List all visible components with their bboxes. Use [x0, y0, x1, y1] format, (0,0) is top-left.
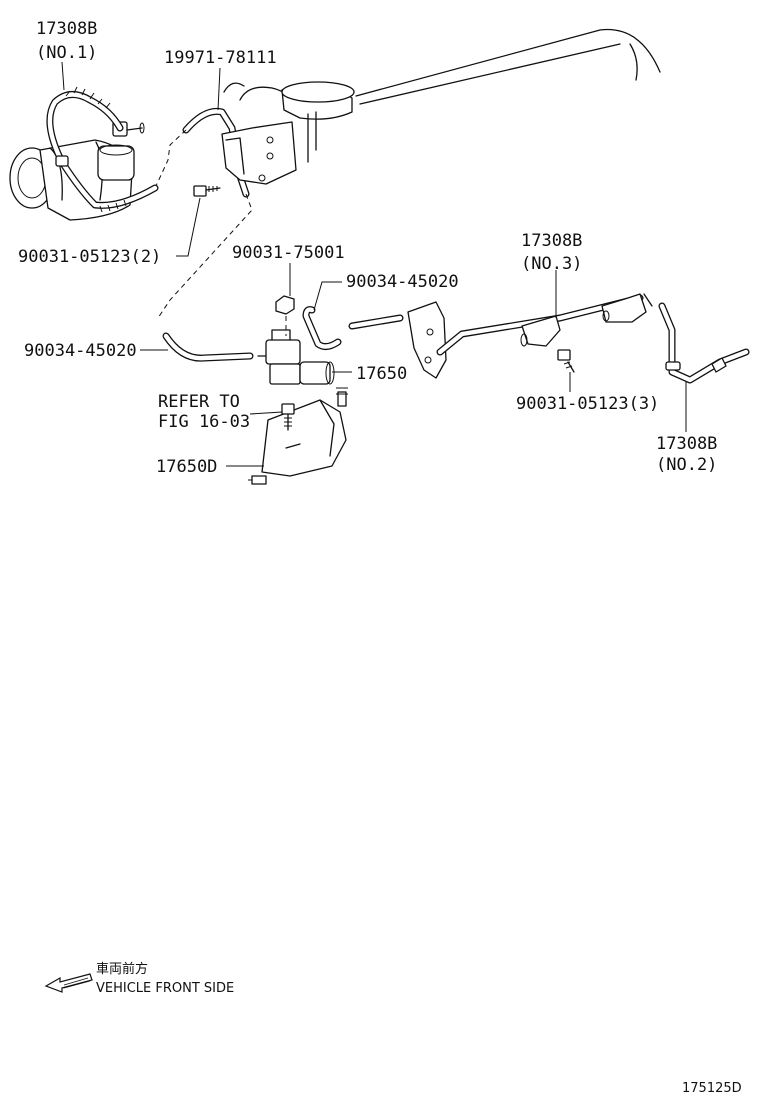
vsv-valve — [257, 329, 335, 385]
label-hose-no1-qual: (NO.1) — [36, 43, 97, 63]
engine-outline — [223, 28, 661, 163]
label-hose-no2-part: 17308B — [656, 434, 717, 454]
valve-bracket — [248, 387, 348, 485]
label-hose-no1-part: 17308B — [36, 19, 97, 39]
mount-bracket — [221, 121, 297, 185]
label-clamp-left: 90034-45020 — [24, 341, 137, 361]
refer-bolt — [281, 403, 295, 431]
figure-number: 175125D — [682, 1081, 742, 1096]
hose-no3-assembly — [348, 293, 653, 379]
label-bolt-b: 90031-05123(3) — [516, 394, 659, 414]
label-clamp-upper: 90034-45020 — [346, 272, 459, 292]
label-tube-part: 19971-78111 — [164, 48, 277, 68]
front-arrow-icon — [44, 973, 93, 993]
nut — [275, 295, 295, 336]
label-hose-no3-part: 17308B — [521, 231, 582, 251]
clamp-upper — [302, 306, 342, 351]
vehicle-front-legend: 車両前方 VEHICLE FRONT SIDE — [44, 961, 234, 996]
label-valve: 17650 — [356, 364, 407, 384]
hose-no2 — [658, 302, 750, 384]
hose-no1 — [46, 86, 159, 213]
bolt-upper-left — [193, 185, 221, 197]
label-bolt-a: 90031-05123(2) — [18, 247, 161, 267]
bolt-right — [557, 349, 575, 373]
legend-english: VEHICLE FRONT SIDE — [96, 981, 234, 996]
label-hose-no3-qual: (NO.3) — [521, 254, 582, 274]
label-bracket: 17650D — [156, 457, 217, 477]
vacuum-tube — [155, 107, 253, 319]
hose-left — [162, 332, 254, 362]
label-refer-line1: REFER TO — [158, 392, 240, 412]
label-hose-no2-qual: (NO.2) — [656, 455, 717, 475]
legend-japanese: 車両前方 — [96, 961, 148, 977]
leader-lines — [61, 61, 687, 467]
label-refer-line2: FIG 16-03 — [158, 412, 250, 432]
label-nut: 90031-75001 — [232, 243, 345, 263]
